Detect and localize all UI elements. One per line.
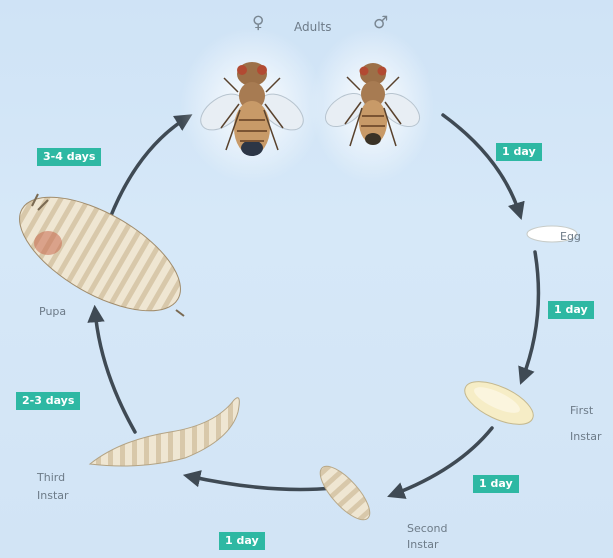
egg-label: Egg — [560, 230, 581, 243]
arrow-third-to-pupa — [95, 310, 135, 432]
pupa-label: Pupa — [39, 305, 66, 318]
adults-label: Adults — [294, 21, 332, 34]
third-instar-larva-illustration — [90, 398, 239, 466]
duration-adult-to-egg: 1 day — [496, 143, 542, 161]
duration-second-to-third: 1 day — [219, 532, 265, 550]
third-instar-label-line1: Third — [37, 471, 65, 484]
first-instar-larva-illustration — [459, 373, 540, 433]
duration-pupa-to-adult: 3-4 days — [37, 148, 101, 166]
second-instar-label-line1: Second — [407, 522, 447, 535]
second-instar-label-line2: Instar — [407, 538, 439, 551]
adult-flies-illustration — [180, 27, 434, 183]
arrow-egg-to-first — [522, 252, 538, 380]
duration-first-to-second: 1 day — [473, 475, 519, 493]
third-instar-label-line2: Instar — [37, 489, 69, 502]
arrow-pupa-to-adult — [110, 117, 188, 218]
duration-egg-to-first: 1 day — [548, 301, 594, 319]
second-instar-larva-illustration — [313, 459, 378, 527]
duration-third-to-pupa: 2-3 days — [16, 392, 80, 410]
male-symbol: ♂ — [373, 14, 388, 32]
pupa-illustration — [2, 174, 198, 333]
female-symbol: ♀ — [252, 14, 264, 32]
first-instar-label-line2: Instar — [570, 430, 602, 443]
arrow-adult-to-egg — [443, 115, 520, 215]
first-instar-label-line1: First — [570, 404, 593, 417]
arrow-second-to-third — [188, 476, 333, 490]
